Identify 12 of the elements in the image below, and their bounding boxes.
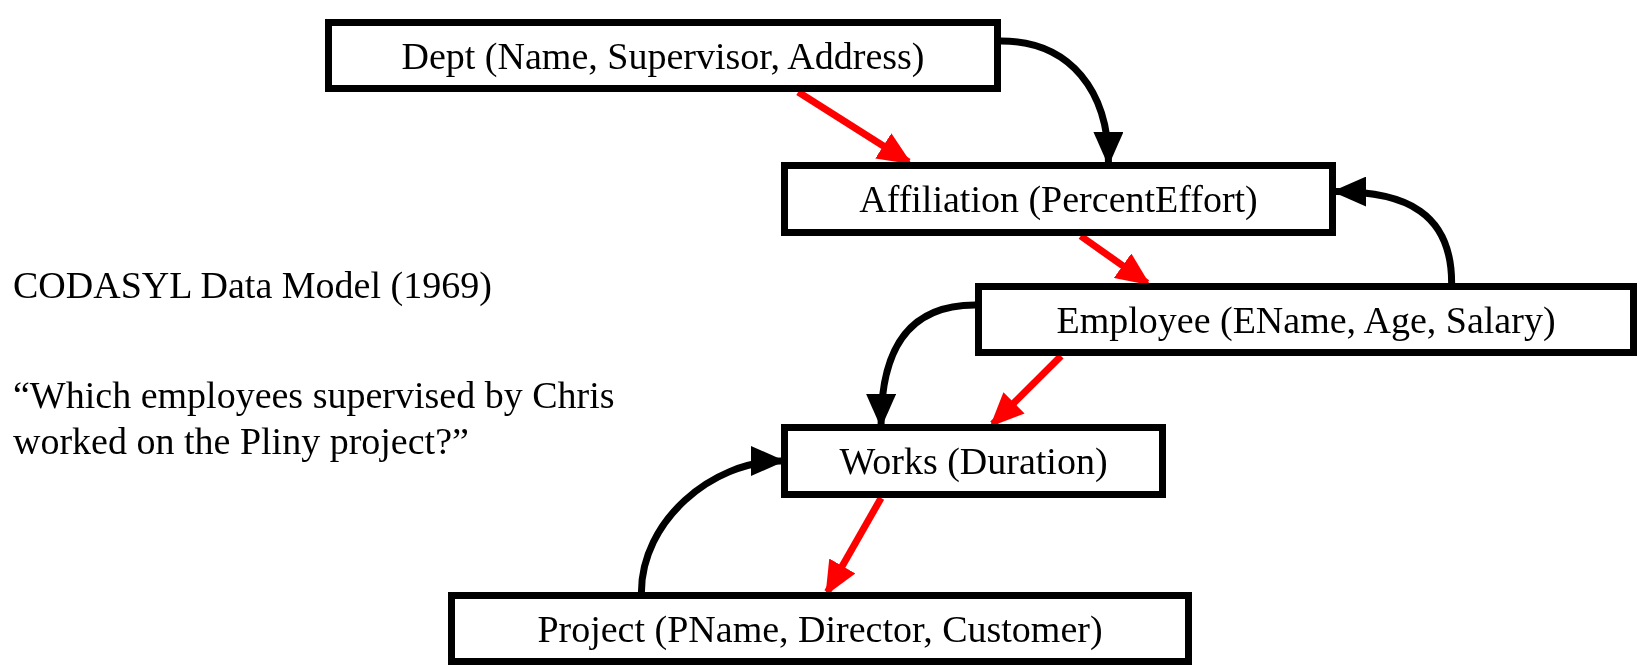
record-label: Dept (Name, Supervisor, Address) (401, 36, 925, 75)
query-text: “Which employees supervised by Chris worked on the Pliny project?” (13, 373, 616, 464)
record-label: Project (PName, Director, Customer) (537, 609, 1103, 648)
record-label: Employee (EName, Age, Salary) (1056, 300, 1556, 339)
record-box (448, 592, 1192, 665)
record-label: Affiliation (PercentEffort) (859, 180, 1258, 218)
record-box (325, 19, 1001, 92)
record-box (781, 162, 1336, 236)
record-box (781, 424, 1166, 498)
record-box (975, 283, 1637, 356)
record-label: Works (Duration) (839, 442, 1108, 480)
title: CODASYL Data Model (1969) (13, 263, 492, 308)
